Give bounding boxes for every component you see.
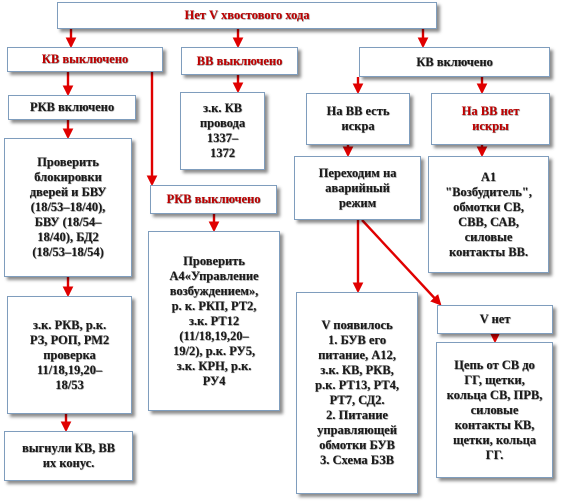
node-vv-has-spark: На ВВ есть искра <box>306 93 410 145</box>
arrow-emergency-to-v-absent <box>361 219 442 306</box>
node-check-door-blocks: Проверить блокировки дверей и БВУ (18/53… <box>4 138 132 277</box>
node-v-present: V появилось 1. БУВ его питание, А12, з.к… <box>296 292 418 494</box>
node-zk-kv-wires: з.к. КВ провода 1337– 1372 <box>180 92 265 170</box>
node-vv-off: ВВ выключено <box>181 47 298 75</box>
node-rkv-on: РКВ включено <box>8 95 136 120</box>
node-emergency-mode: Переходим на аварийный режим <box>294 156 421 220</box>
node-kv-off: КВ выключено <box>7 47 163 72</box>
node-chain-sv-gg: Цепь от СВ до ГГ, щетки, кольца СВ, ПРВ,… <box>436 342 553 478</box>
node-no-voltage-idle: Нет V хвостового хода <box>57 2 437 29</box>
node-rkv-off: РКВ выключено <box>150 185 277 214</box>
node-kv-on: КВ включено <box>359 47 550 77</box>
node-a1-exciter: А1 "Возбудитель", обмотки СВ, СВВ, САВ, … <box>428 156 549 273</box>
node-vv-no-spark: На ВВ нет искры <box>431 93 550 145</box>
node-check-a4: Проверить А4«Управление возбуждением», р… <box>148 231 280 411</box>
node-drive-out-kv-vv: выгнули КВ, ВВ их конус. <box>4 431 133 481</box>
node-v-absent: V нет <box>437 305 553 334</box>
node-zk-rkv-check: з.к. РКВ, р.к. РЗ, РОП, РМ2 проверка 11/… <box>7 296 132 414</box>
